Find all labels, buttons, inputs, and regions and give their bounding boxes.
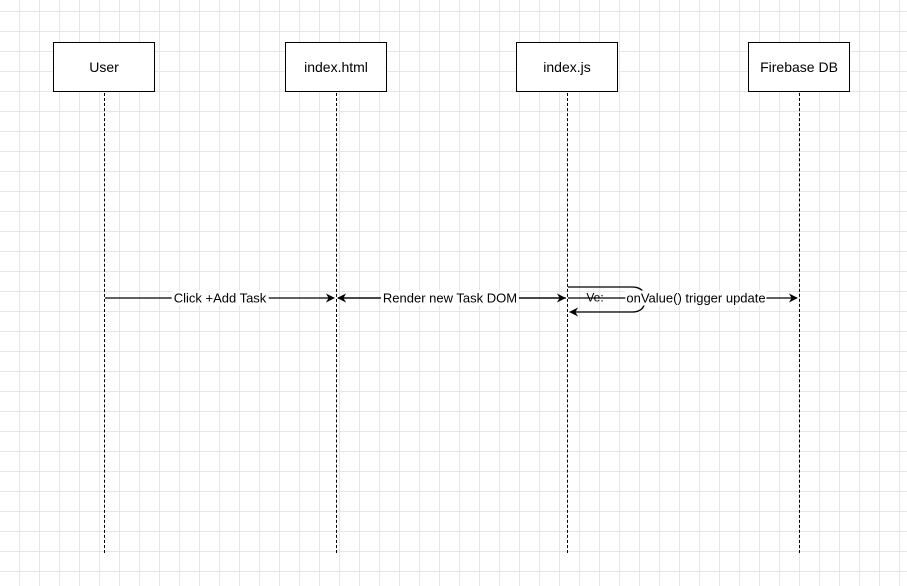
- lifeline-user: [104, 93, 105, 553]
- participant-user[interactable]: User: [53, 42, 155, 92]
- message-label-render-new-task-dom: Render new Task DOM: [380, 290, 520, 306]
- message-label-click-add-task: Click +Add Task: [171, 290, 269, 306]
- participant-firebase-db-label: Firebase DB: [760, 59, 838, 75]
- lifeline-firebase-db: [799, 93, 800, 553]
- participant-index-html[interactable]: index.html: [285, 42, 387, 92]
- participant-index-html-label: index.html: [304, 59, 368, 75]
- participant-user-label: User: [89, 59, 119, 75]
- lifeline-index-html: [336, 93, 337, 553]
- participant-index-js-label: index.js: [543, 59, 591, 75]
- lifeline-index-js: [567, 93, 568, 553]
- message-label-onvalue-trigger-update: onValue() trigger update: [625, 290, 767, 306]
- participant-firebase-db[interactable]: Firebase DB: [748, 42, 850, 92]
- message-label-self-loop: Ve:: [586, 290, 604, 305]
- participant-index-js[interactable]: index.js: [516, 42, 618, 92]
